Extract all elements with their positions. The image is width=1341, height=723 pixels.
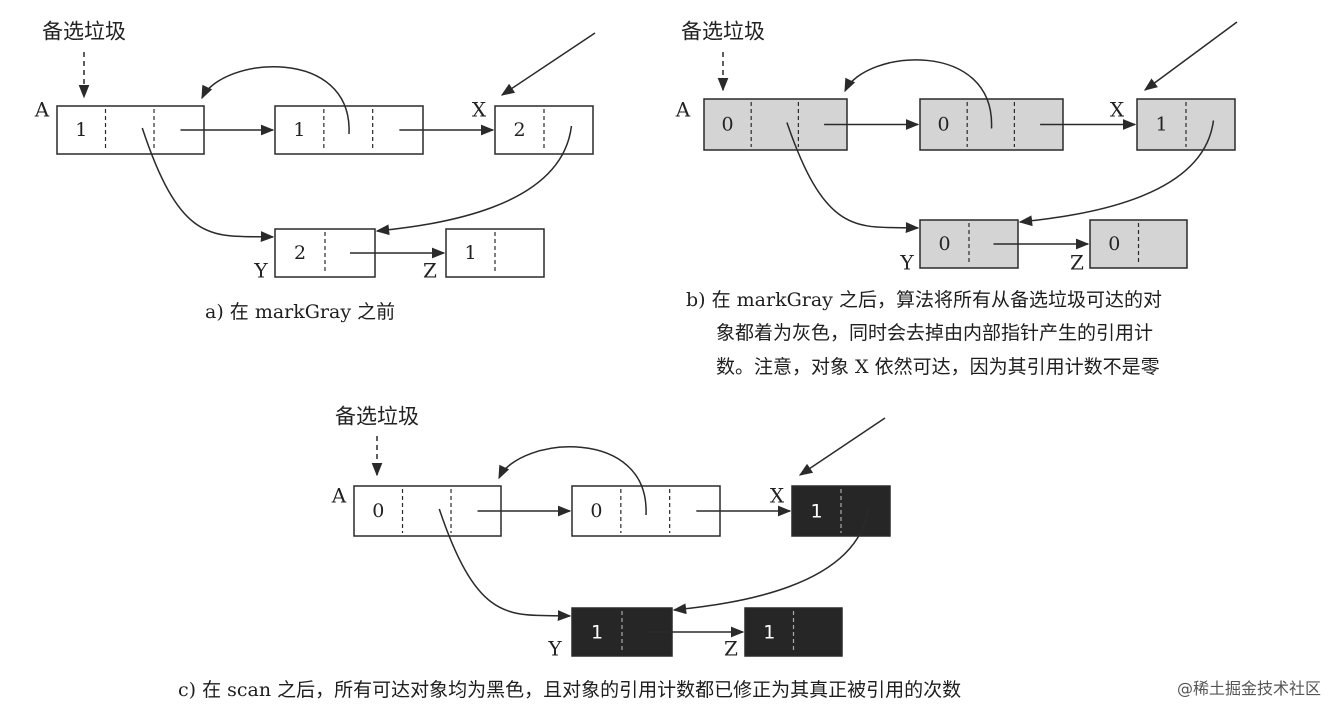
ref-count-a: 0 bbox=[722, 114, 734, 136]
object-label-y: Y bbox=[899, 251, 914, 275]
pointer-m-to-a bbox=[201, 66, 350, 135]
caption-b-line2: 象都着为灰色，同时会去掉由内部指针产生的引用计 bbox=[716, 322, 1154, 344]
pointer-x-to-y bbox=[375, 125, 573, 236]
external-reference-arrow bbox=[1143, 21, 1238, 91]
ref-count-x: 1 bbox=[1155, 114, 1167, 136]
object-label-z: Z bbox=[724, 637, 738, 661]
object-box-a bbox=[703, 98, 848, 151]
ref-count-y: 2 bbox=[294, 242, 306, 264]
object-label-a: A bbox=[34, 98, 50, 122]
object-label-x: X bbox=[472, 98, 487, 122]
caption-b-line3: 数。注意，对象 X 依然可达，因为其引用计数不是零 bbox=[716, 356, 1160, 378]
ref-count-a: 0 bbox=[372, 500, 384, 522]
ref-count-a: 1 bbox=[75, 119, 87, 141]
object-label-z: Z bbox=[1070, 251, 1084, 275]
object-label-y: Y bbox=[547, 637, 562, 661]
pointer-m-to-a bbox=[844, 59, 993, 129]
ref-count-z: 1 bbox=[763, 622, 775, 644]
ref-count-x: 2 bbox=[513, 119, 525, 141]
pointer-x-to-y bbox=[1018, 120, 1215, 227]
ref-count-z: 0 bbox=[1108, 233, 1120, 255]
candidate-garbage-label: 备选垃圾 bbox=[42, 20, 126, 44]
pointer-a-to-y bbox=[141, 127, 275, 242]
ref-count-z: 1 bbox=[464, 242, 476, 264]
caption-a: a) 在 markGray 之前 bbox=[205, 301, 396, 323]
external-reference-arrow bbox=[798, 417, 886, 476]
ref-count-m: 0 bbox=[938, 114, 950, 136]
pointer-a-to-y bbox=[786, 122, 920, 233]
ref-count-m: 1 bbox=[293, 119, 305, 141]
object-label-x: X bbox=[770, 484, 785, 508]
object-label-a: A bbox=[675, 98, 691, 122]
pointer-m-to-a bbox=[498, 446, 647, 516]
object-label-y: Y bbox=[253, 259, 268, 283]
object-label-x: X bbox=[1110, 98, 1125, 122]
caption-b-line1: b) 在 markGray 之后，算法将所有从备选垃圾可达的对 bbox=[686, 289, 1162, 311]
object-box-a bbox=[353, 485, 502, 537]
external-reference-arrow bbox=[500, 32, 596, 96]
object-box-a bbox=[56, 105, 205, 155]
caption-c: c) 在 scan 之后，所有可达对象均为黑色，且对象的引用计数都已修正为其真正… bbox=[178, 679, 962, 701]
ref-count-y: 1 bbox=[591, 622, 603, 644]
ref-count-x: 1 bbox=[810, 501, 822, 523]
ref-count-y: 0 bbox=[938, 233, 950, 255]
ref-count-m: 0 bbox=[590, 500, 602, 522]
candidate-garbage-label: 备选垃圾 bbox=[335, 405, 419, 429]
object-label-a: A bbox=[331, 484, 347, 508]
object-label-z: Z bbox=[423, 259, 437, 283]
pointer-x-to-y bbox=[672, 506, 870, 615]
watermark: @稀土掘金技术社区 bbox=[1176, 679, 1321, 698]
pointer-a-to-y bbox=[438, 508, 572, 621]
candidate-garbage-label: 备选垃圾 bbox=[681, 20, 765, 44]
